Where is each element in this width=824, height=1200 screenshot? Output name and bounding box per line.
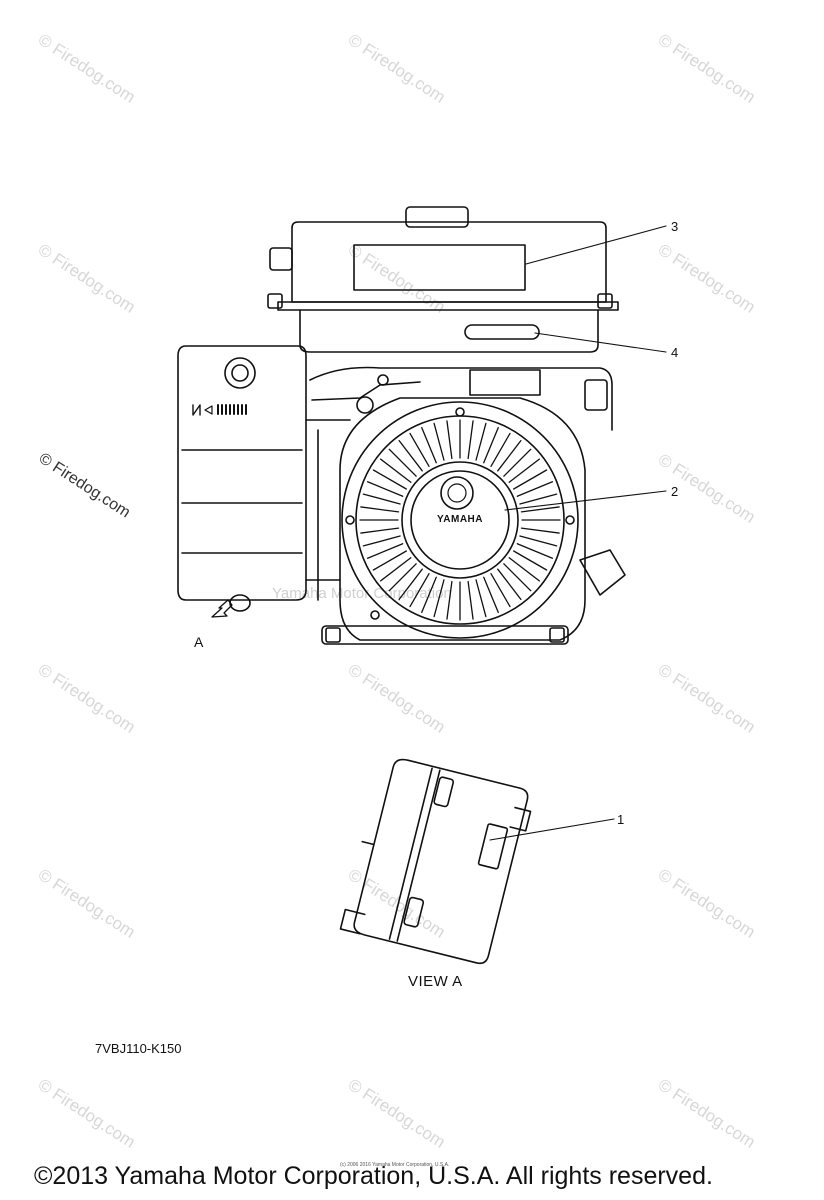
starter-fin [520, 527, 560, 534]
copyright-notice: ©2013 Yamaha Motor Corporation, U.S.A. A… [34, 1162, 713, 1190]
starter-fin [467, 580, 474, 620]
starter-fin [516, 543, 554, 559]
starter-fin [503, 448, 532, 477]
starter-fin [497, 440, 522, 472]
starter-fin [398, 440, 423, 472]
label-3-decal [353, 244, 526, 291]
starter-fin [380, 458, 412, 483]
starter-fin [467, 420, 474, 460]
starter-fin [388, 563, 417, 592]
callout-4: 4 [671, 345, 679, 360]
view-arrow-label: A [194, 634, 204, 650]
starter-fin [421, 576, 437, 614]
starter-fin [490, 432, 511, 467]
starter-fin [513, 550, 548, 571]
starter-fin [483, 426, 499, 464]
starter-fin [380, 557, 412, 582]
view-a-drawing [339, 758, 532, 965]
starter-fin [362, 535, 401, 547]
starter-fin [409, 573, 430, 608]
label-4-decal [464, 324, 540, 340]
starter-fin [475, 422, 487, 461]
callout-2: 2 [671, 484, 679, 499]
starter-fin [360, 506, 400, 513]
starter-fin [483, 576, 499, 614]
starter-fin [520, 506, 560, 513]
engine-base [321, 625, 569, 645]
starter-fin [446, 580, 453, 620]
starter-fin [513, 469, 548, 490]
starter-fin [362, 493, 401, 505]
starter-fin [366, 481, 404, 497]
view-a-arrow-icon [211, 599, 233, 618]
starter-fin [475, 579, 487, 618]
callout-1: 1 [617, 812, 625, 827]
starter-fin [372, 469, 407, 490]
part-code: 7VBJ110-K150 [95, 1041, 182, 1056]
starter-fin [366, 543, 404, 559]
starter-fin [372, 550, 407, 571]
starter-fin [503, 563, 532, 592]
starter-fin [388, 448, 417, 477]
brand-text: YAMAHA [437, 514, 483, 525]
leader-lines [489, 225, 667, 841]
starter-fin [490, 573, 511, 608]
air-cleaner [177, 345, 351, 612]
callout-3: 3 [671, 219, 679, 234]
starter-fin [519, 535, 558, 547]
engine-block [309, 366, 626, 601]
starter-fin [360, 527, 400, 534]
starter-fin [508, 557, 540, 582]
starter-fin [421, 426, 437, 464]
starter-fin [398, 568, 423, 600]
starter-fin [508, 458, 540, 483]
starter-fin [433, 579, 445, 618]
starter-fin [409, 432, 430, 467]
starter-fin [516, 481, 554, 497]
starter-fin [497, 568, 522, 600]
starter-fin [446, 420, 453, 460]
yamaha-logo-icon [440, 476, 474, 510]
starter-fin [519, 493, 558, 505]
fuel-tank [267, 206, 619, 353]
recoil-starter [339, 397, 586, 641]
view-a-label: VIEW A [408, 973, 463, 990]
starter-fin [433, 422, 445, 461]
fine-print: (c) 2006 2016 Yamaha Motor Corporation, … [340, 1162, 450, 1168]
